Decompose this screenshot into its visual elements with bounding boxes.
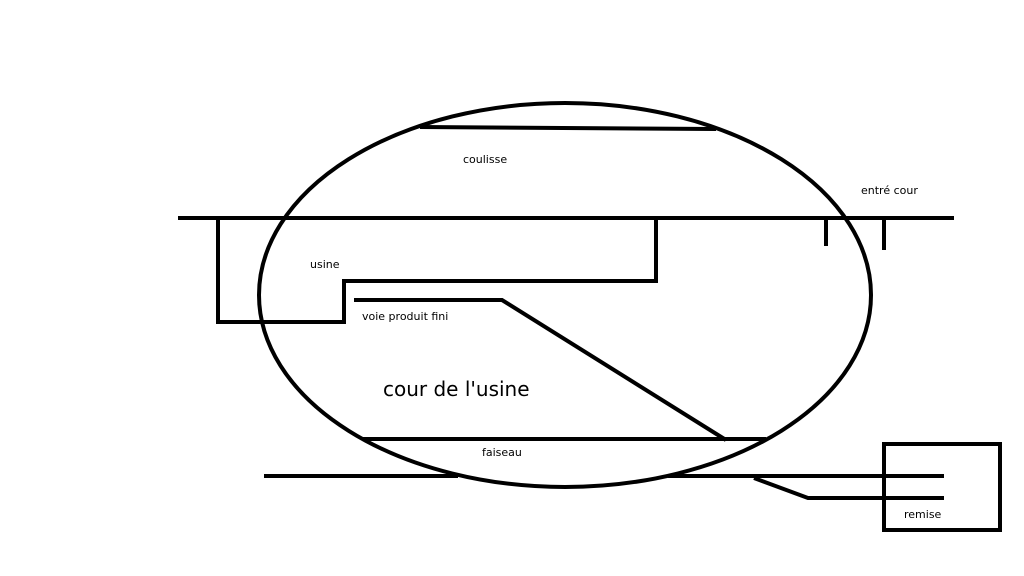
faiseau-label: faiseau xyxy=(482,446,522,459)
coulisse-label: coulisse xyxy=(463,153,508,166)
remise-shed xyxy=(882,442,1002,532)
coulisse-track xyxy=(419,125,717,131)
yard-ellipse xyxy=(257,101,873,489)
usine-track xyxy=(216,218,658,324)
voie-produit-fini-track xyxy=(354,298,728,442)
remise-label: remise xyxy=(904,508,942,521)
cour-de-l-usine-label: cour de l'usine xyxy=(383,377,530,401)
entre-cour-label: entré cour xyxy=(861,184,918,197)
remise-branch-track xyxy=(753,476,944,500)
voie-produit-fini-label: voie produit fini xyxy=(362,310,449,323)
usine-label: usine xyxy=(310,258,340,271)
